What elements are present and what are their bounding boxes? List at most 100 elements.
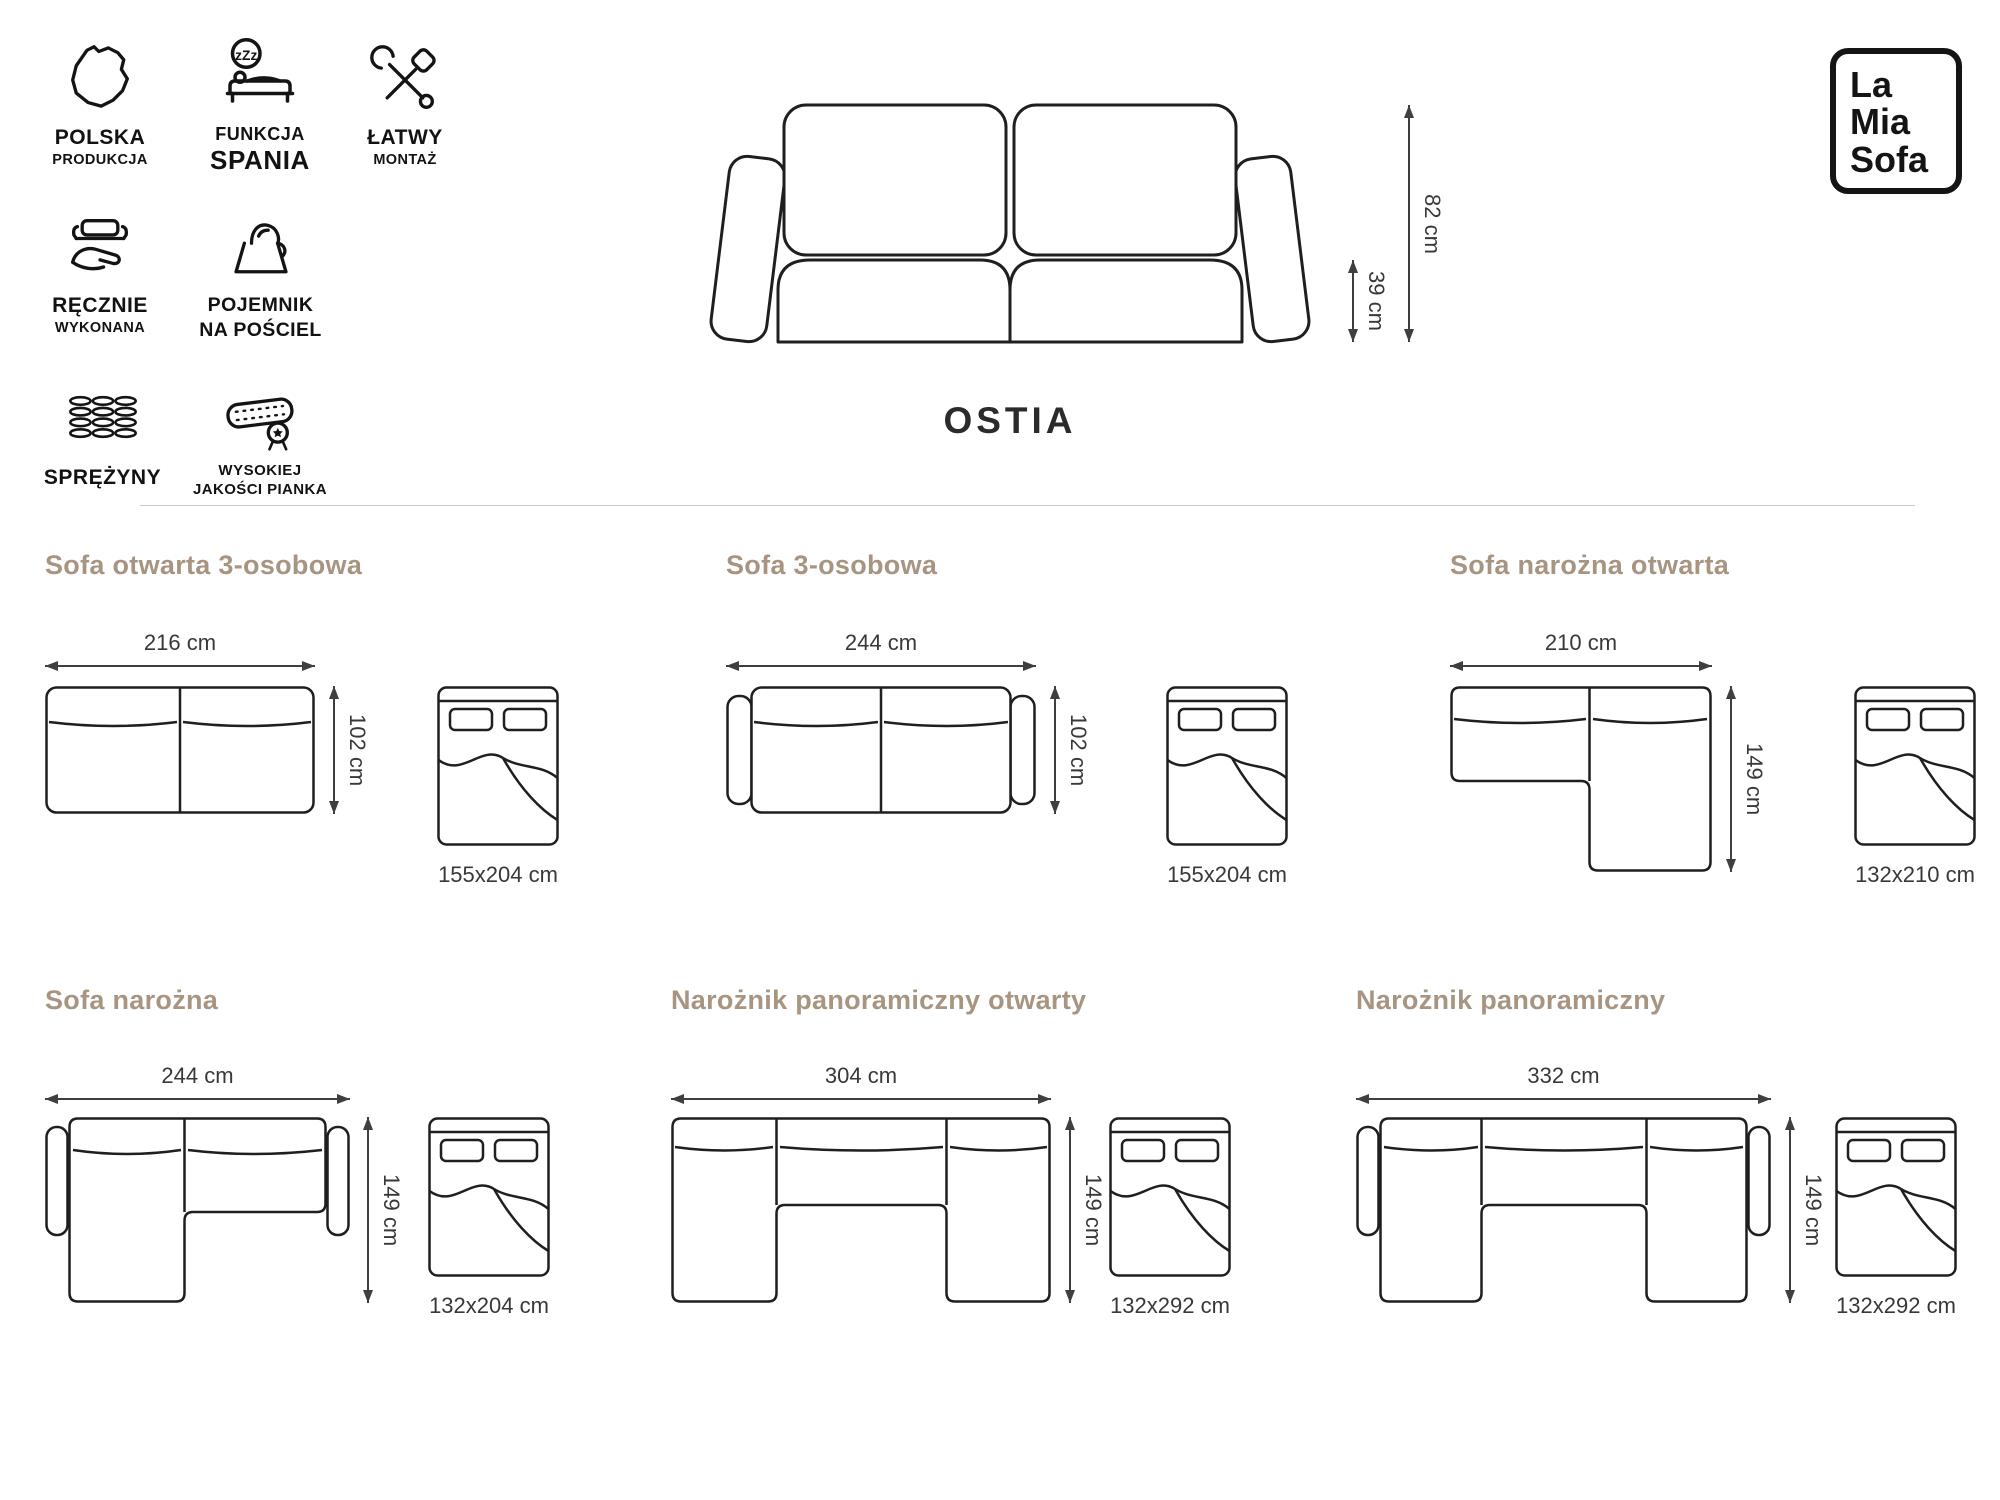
- poland-map-icon: [40, 42, 160, 118]
- depth-dimension-arrow: [363, 1117, 373, 1303]
- feature-sublabel: SPANIA: [210, 145, 310, 175]
- depth-dimension-label: 102 cm: [1066, 713, 1091, 787]
- feature-label: POLSKA: [54, 126, 146, 149]
- feature-pojemnik-na-posciel: POJEMNIK NA POŚCIEL: [178, 210, 343, 342]
- feature-wysokiej-jakosci-pianka: WYSOKIEJ JAKOŚCI PIANKA: [180, 378, 340, 498]
- depth-dimension-label: 149 cm: [1081, 1173, 1106, 1247]
- variant-title: Sofa narożna otwarta: [1450, 550, 1730, 580]
- foam-icon: [180, 378, 340, 454]
- depth-dimension: 102 cm: [1050, 686, 1091, 814]
- bed-top-view: [1166, 686, 1288, 846]
- variant-title: Sofa 3-osobowa: [726, 550, 938, 580]
- feature-label: FUNKCJA: [215, 124, 305, 144]
- width-dimension: 332 cm: [1356, 1063, 1771, 1104]
- width-dimension: 216 cm: [45, 630, 315, 671]
- seat-height-arrow: [1348, 260, 1358, 342]
- width-dimension-label: 332 cm: [1527, 1063, 1600, 1088]
- sofa-top-view: [45, 686, 315, 814]
- bed-top-view: [428, 1117, 550, 1277]
- feature-sublabel: PRODUKCJA: [52, 152, 148, 168]
- feature-sublabel: MONTAŻ: [373, 152, 437, 168]
- product-name: OSTIA: [943, 400, 1077, 441]
- bed-size-label: 132x204 cm: [429, 1293, 549, 1318]
- width-dimension: 244 cm: [45, 1063, 350, 1104]
- depth-dimension: 149 cm: [1785, 1117, 1826, 1303]
- bed-size-label: 132x292 cm: [1110, 1293, 1230, 1318]
- handmade-icon: [40, 210, 160, 286]
- seat-height-label: 39 cm: [1364, 271, 1389, 331]
- feature-label: POJEMNIK: [207, 294, 314, 316]
- sofa-top-view: [1356, 1117, 1771, 1303]
- brand-logo-line-2: Mia: [1850, 101, 1911, 143]
- depth-dimension: 149 cm: [1726, 686, 1767, 872]
- feature-sublabel: WYKONANA: [54, 320, 146, 336]
- width-dimension-arrow: [726, 661, 1036, 671]
- width-dimension-label: 244 cm: [844, 630, 918, 655]
- brand-logo: La Mia Sofa: [1830, 48, 1962, 195]
- depth-dimension-label: 149 cm: [1742, 742, 1767, 816]
- width-dimension-label: 216 cm: [143, 630, 217, 655]
- variant-title: Sofa otwarta 3-osobowa: [45, 550, 363, 580]
- depth-dimension-arrow: [1785, 1117, 1795, 1303]
- variant-title: Narożnik panoramiczny: [1356, 985, 1666, 1015]
- bed-top-view: [1109, 1117, 1231, 1277]
- depth-dimension-arrow: [1065, 1117, 1075, 1303]
- bed-top-view: [1854, 686, 1976, 846]
- width-dimension-label: 244 cm: [161, 1063, 234, 1088]
- feature-label: ŁATWY: [367, 126, 443, 149]
- easy-assembly-icon: [345, 42, 465, 118]
- total-height-dimension: 82 cm: [1404, 105, 1445, 342]
- feature-recznie-wykonana: RĘCZNIE WYKONANA: [40, 210, 160, 336]
- width-dimension: 244 cm: [726, 630, 1036, 671]
- depth-dimension-label: 149 cm: [379, 1173, 404, 1247]
- bed-size-label: 155x204 cm: [438, 862, 558, 887]
- sofa-top-view: [45, 1117, 350, 1303]
- svg-text:zZz: zZz: [235, 48, 257, 63]
- width-dimension-label: 210 cm: [1544, 630, 1618, 655]
- feature-sublabel: NA POŚCIEL: [199, 319, 322, 341]
- depth-dimension-arrow: [1050, 686, 1060, 814]
- width-dimension-arrow: [45, 661, 315, 671]
- bed-top-view: [437, 686, 559, 846]
- variant-title: Sofa narożna: [45, 985, 219, 1015]
- springs-icon: [40, 382, 165, 458]
- bed-size-label: 132x210 cm: [1855, 862, 1975, 887]
- sofa-top-view: [671, 1117, 1051, 1303]
- bed-size-label: 155x204 cm: [1167, 862, 1287, 887]
- brand-logo-line-1: La: [1850, 64, 1893, 105]
- feature-sprezyny: SPRĘŻYNY: [40, 382, 165, 490]
- feature-latwy-montaz: ŁATWY MONTAŻ: [345, 42, 465, 168]
- feature-polska-produkcja: POLSKA PRODUKCJA: [40, 42, 160, 168]
- bedding-storage-icon: [178, 210, 343, 286]
- total-height-arrow: [1404, 105, 1414, 342]
- section-divider: [140, 505, 1915, 506]
- depth-dimension-arrow: [1726, 686, 1736, 872]
- width-dimension-label: 304 cm: [824, 1063, 898, 1088]
- feature-funkcja-spania: zZz FUNKCJA SPANIA: [185, 36, 335, 176]
- seat-height-dimension: 39 cm: [1348, 260, 1389, 342]
- width-dimension-arrow: [45, 1094, 350, 1104]
- sofa-top-view: [1450, 686, 1712, 872]
- sleep-function-icon: zZz: [185, 36, 335, 116]
- width-dimension-arrow: [1450, 661, 1712, 671]
- depth-dimension-arrow: [329, 686, 339, 814]
- width-dimension: 210 cm: [1450, 630, 1712, 671]
- variant-title: Narożnik panoramiczny otwarty: [671, 985, 1087, 1015]
- depth-dimension: 149 cm: [363, 1117, 404, 1303]
- sofa-top-view: [726, 686, 1036, 814]
- brand-logo-line-3: Sofa: [1850, 138, 1929, 180]
- total-height-label: 82 cm: [1420, 193, 1445, 254]
- width-dimension-arrow: [1356, 1094, 1771, 1104]
- depth-dimension-label: 149 cm: [1801, 1173, 1826, 1247]
- feature-label: RĘCZNIE: [52, 294, 148, 317]
- width-dimension: 304 cm: [671, 1063, 1051, 1104]
- feature-label: WYSOKIEJ: [218, 462, 302, 479]
- width-dimension-arrow: [671, 1094, 1051, 1104]
- bed-size-label: 132x292 cm: [1836, 1293, 1956, 1318]
- feature-label: SPRĘŻYNY: [43, 466, 162, 489]
- depth-dimension: 149 cm: [1065, 1117, 1106, 1303]
- depth-dimension: 102 cm: [329, 686, 370, 814]
- sofa-front-view: [709, 103, 1311, 344]
- depth-dimension-label: 102 cm: [345, 713, 370, 787]
